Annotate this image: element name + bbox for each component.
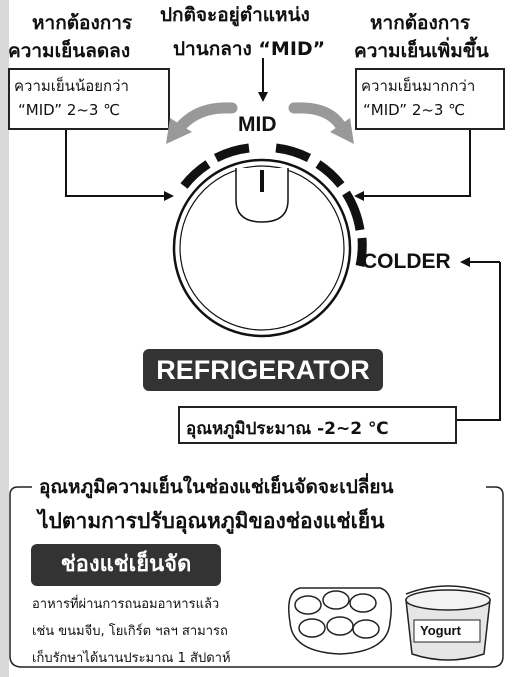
right-box-line1: ความเย็นมากกว่า [361,77,476,95]
dumpling-tray-illustration [288,587,392,655]
right-title-line1: หากต้องการ [370,12,471,34]
desc-line2: เช่น ขนมจีบ, โยเกิร์ต ฯลฯ สามารถ [32,624,228,639]
yogurt-label: Yogurt [420,623,461,638]
left-title-line1: หากต้องการ [32,12,133,34]
desc-line1: อาหารที่ผ่านการถนอมอาหารแล้ว [32,597,220,612]
left-info-box: ความเย็นน้อยกว่า “MID” 2~3 ℃ [8,68,170,130]
yogurt-cup-illustration [405,585,491,661]
right-gray-arrow [288,102,348,134]
dial-knob [172,158,352,338]
left-title-line2: ความเย็นลดลง [8,40,131,62]
center-title-line1: ปกติจะอยู่ตำแหน่ง [160,4,310,26]
refrigerator-label: REFRIGERATOR [143,349,383,391]
side-stripe [0,0,9,677]
right-title-line2: ความเย็นเพิ่มขึ้น [354,40,489,62]
bottom-frame [9,486,504,668]
mid-label: MID [238,113,277,136]
right-gray-arrowhead [330,118,354,144]
center-title-line2: ปานกลาง “MID” [173,38,326,60]
right-connector [354,130,471,201]
colder-label: COLDER [362,250,451,273]
left-gray-arrow [172,102,238,136]
left-box-line1: ความเย็นน้อยกว่า [14,77,129,95]
temperature-text: อุณหภูมิประมาณ -2~2 ℃ [186,419,389,439]
temp-connector [457,262,501,421]
dial-grip [235,168,289,223]
left-box-line2: “MID” 2~3 ℃ [18,101,121,119]
freezer-badge: ช่องแช่เย็นจัด [31,544,221,586]
left-gray-arrowhead [166,118,192,144]
left-connector [65,130,174,201]
temperature-box: อุณหภูมิประมาณ -2~2 ℃ [178,406,457,444]
bottom-heading-line1: อุณหภูมิความเย็นในช่องแช่เย็นจัดจะเปลี่ย… [35,472,398,502]
dial-ticks [180,143,367,267]
bottom-heading-line2: ไปตามการปรับอุณหภูมิของช่องแช่เย็น [38,509,385,533]
desc-line3: เก็บรักษาได้นานประมาณ 1 สัปดาห์ [32,651,231,666]
right-box-line2: “MID” 2~3 ℃ [363,101,466,119]
right-info-box: ความเย็นมากกว่า “MID” 2~3 ℃ [355,68,505,130]
dial-knob-inner [179,165,345,331]
